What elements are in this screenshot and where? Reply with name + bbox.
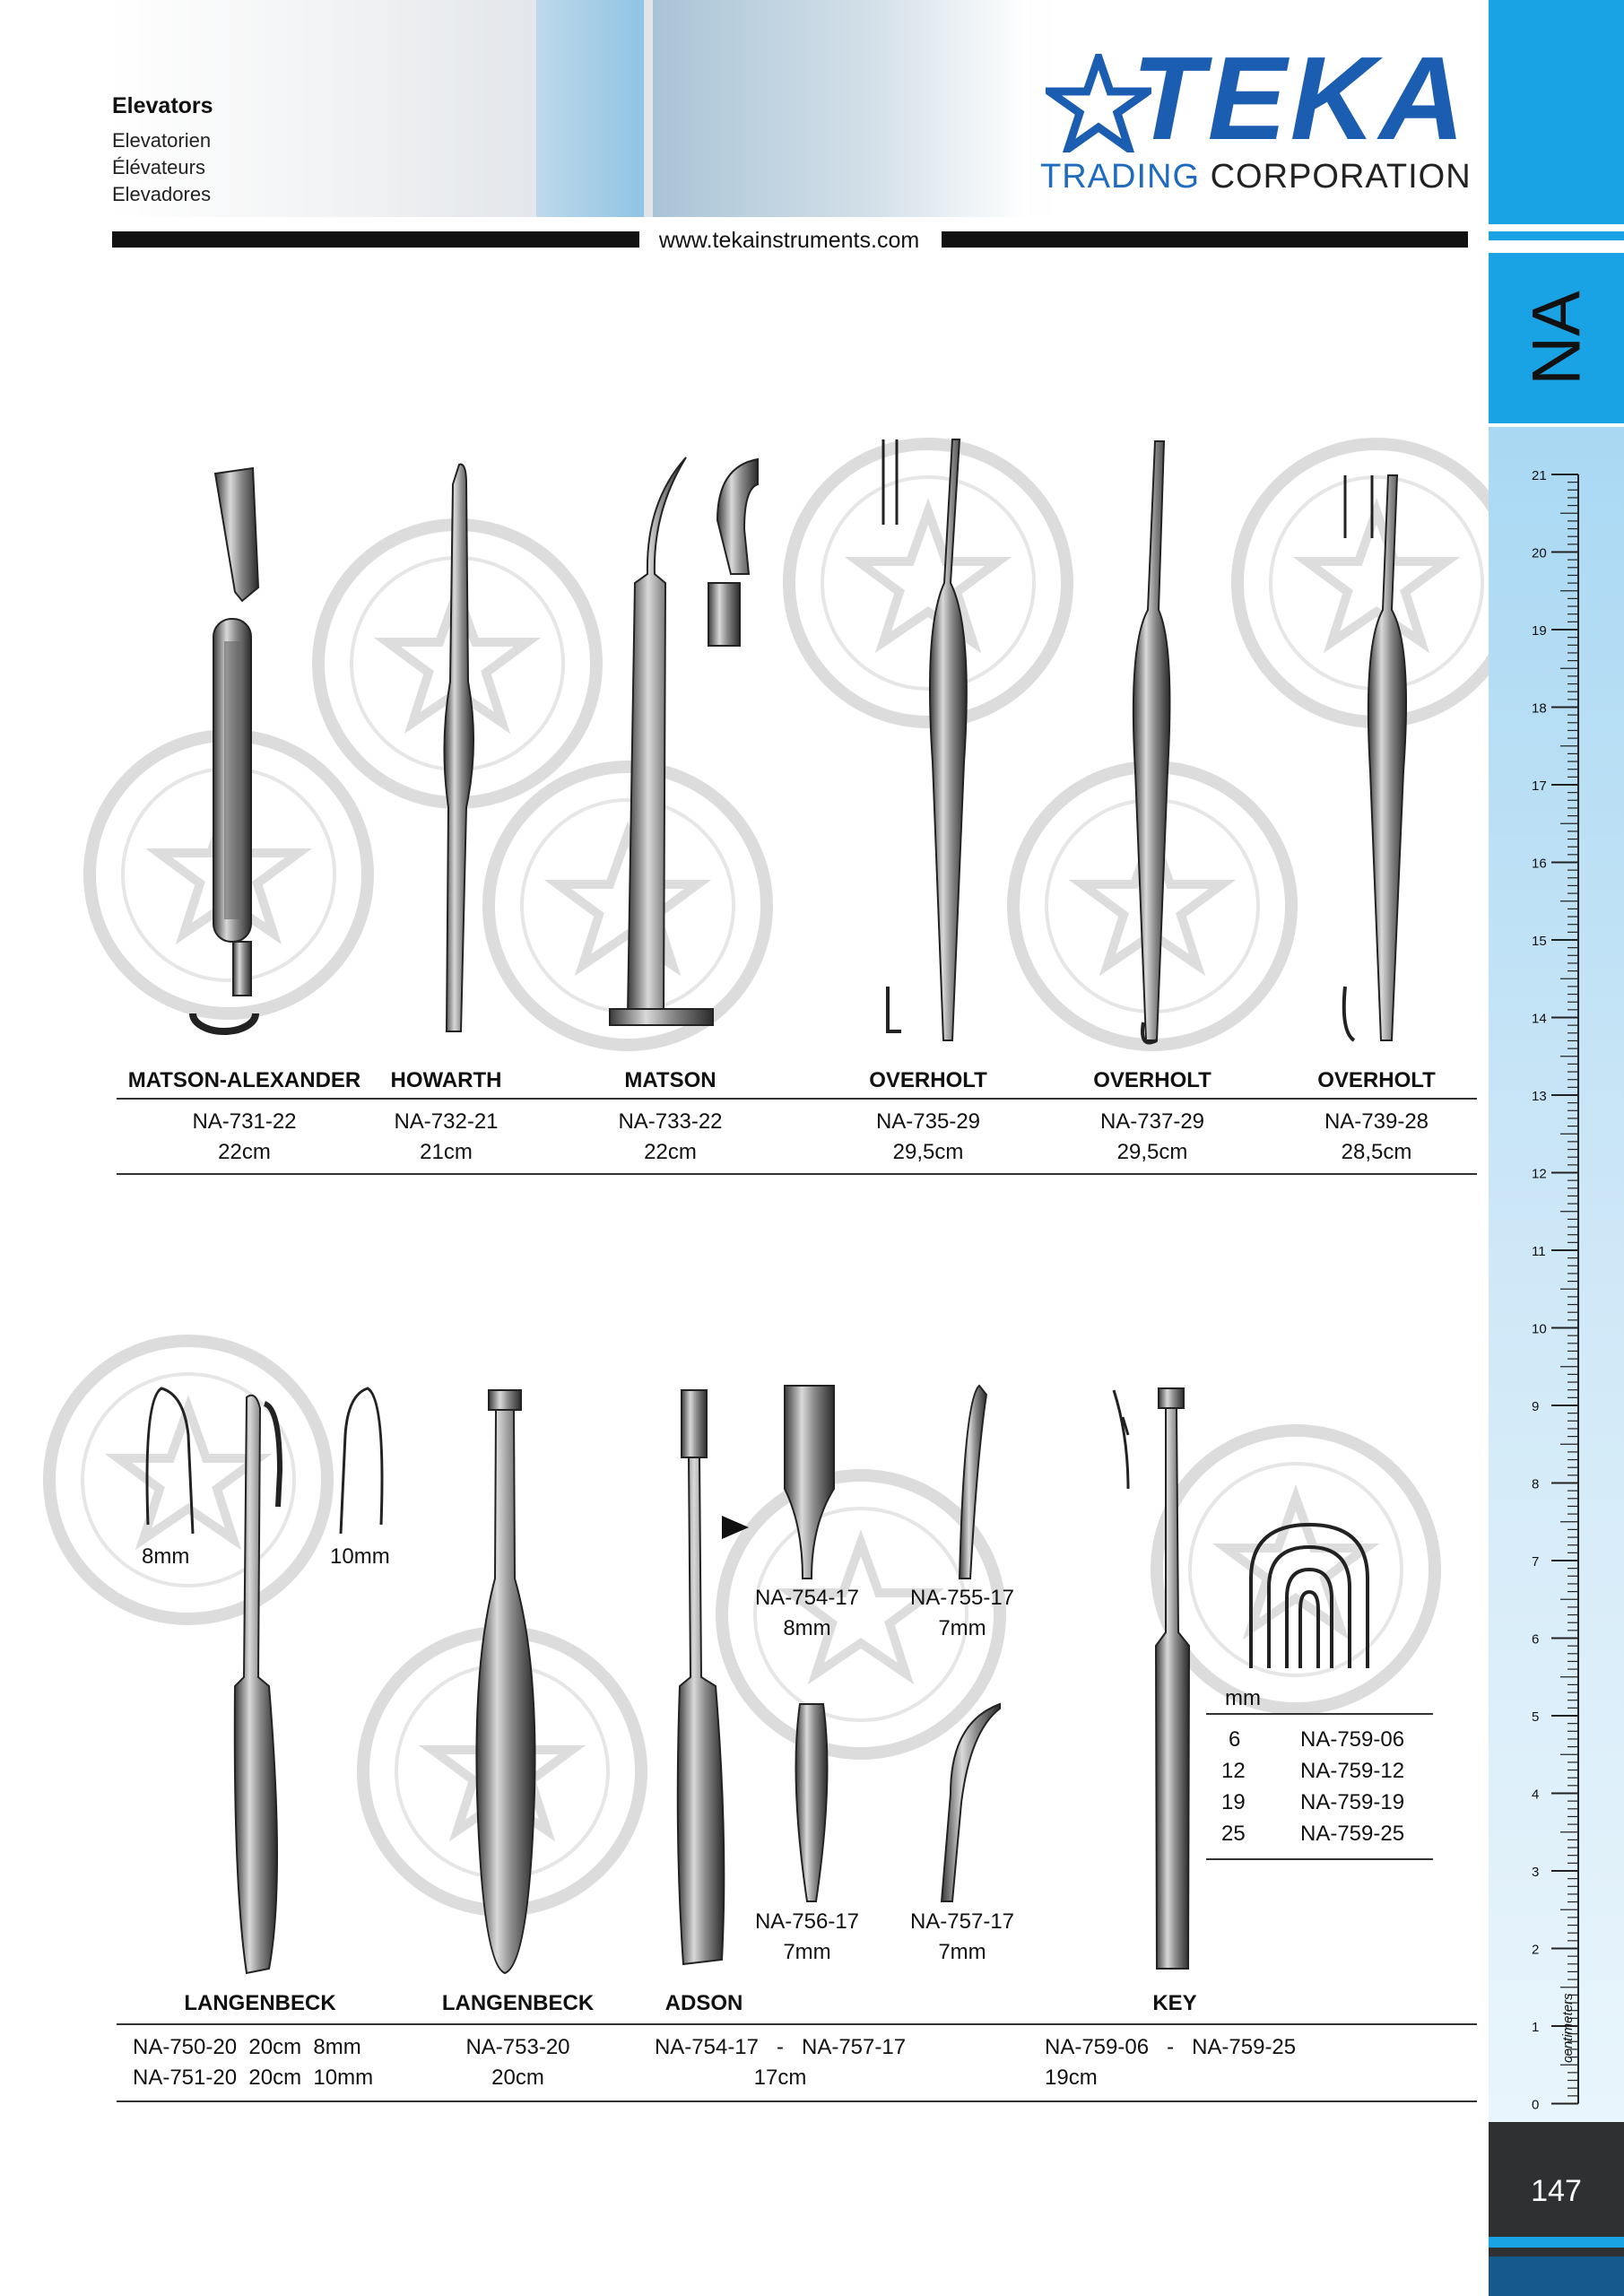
instrument-overholt-1 (881, 439, 968, 1041)
tip-size-label: 10mm (330, 1544, 390, 1569)
ruler-label: 4 (1532, 1787, 1539, 1803)
subtitle-french: Élévateurs (112, 156, 205, 178)
side-band-top (1489, 0, 1624, 224)
section-tab-label: NA (1518, 291, 1594, 386)
ruler-label: 7 (1532, 1554, 1539, 1570)
ruler-label: 16 (1532, 857, 1547, 872)
ruler-label: 0 (1532, 2098, 1539, 2113)
logo-subtitle-corporation: CORPORATION (1210, 158, 1472, 196)
logo-wordmark: TEKA (1132, 32, 1469, 164)
instrument-overholt-3 (1342, 474, 1408, 1042)
star-icon (1046, 54, 1151, 152)
ruler-label: 8 (1532, 1477, 1539, 1492)
ruler-background (1489, 427, 1624, 2122)
ruler-label: 14 (1532, 1012, 1547, 1027)
table-rule (117, 1098, 1477, 1100)
size-table-rule (1206, 1858, 1433, 1860)
product-name: OVERHOLT (1093, 1068, 1211, 1092)
ruler-label: 13 (1532, 1089, 1547, 1104)
ruler-label: 17 (1532, 778, 1547, 794)
subtitle-german: Elevatorien (112, 129, 212, 152)
section-tab (1489, 253, 1624, 423)
ruler-label: 1 (1532, 2020, 1539, 2035)
product-name: LANGENBECK (184, 1991, 336, 2015)
ruler-label: 19 (1532, 623, 1547, 639)
pointer-arrow-icon (722, 1516, 749, 1539)
instrument-key (1112, 1387, 1369, 1970)
product-name: OVERHOLT (869, 1068, 987, 1092)
header-stripe (536, 0, 644, 217)
product-name: KEY (1152, 1991, 1197, 2015)
instrument-matson-alexander (189, 466, 260, 1035)
table-rule (117, 2023, 1477, 2025)
ruler-label: 15 (1532, 934, 1547, 949)
product-name: LANGENBECK (441, 1991, 595, 2015)
subtitle-spanish: Elevadores (112, 183, 212, 205)
header-stripe (653, 0, 1029, 217)
ruler-label: 5 (1532, 1709, 1539, 1725)
product-name: ADSON (664, 1991, 743, 2015)
ruler-label: 20 (1532, 546, 1547, 561)
logo-subtitle: TRADING CORPORATION (1040, 158, 1472, 196)
instrument-adson (676, 1384, 1001, 1966)
header-rule-right (942, 231, 1468, 248)
size-table-header: mm (1225, 1686, 1261, 1710)
instrument-langenbeck-1 (145, 1387, 384, 1975)
ruler-label: 21 (1532, 468, 1547, 483)
tip-size-label: 8mm (142, 1544, 190, 1569)
ruler-label: 3 (1532, 1865, 1539, 1880)
ruler-label: 6 (1532, 1632, 1539, 1648)
instrument-langenbeck-2 (475, 1389, 536, 1975)
page-title: Elevators (112, 93, 213, 118)
ruler-label: 11 (1532, 1244, 1546, 1259)
logo-subtitle-trading: TRADING (1040, 158, 1200, 196)
ruler-label: 10 (1532, 1322, 1547, 1337)
illustration-layer (0, 0, 1489, 1975)
product-name: HOWARTH (390, 1068, 502, 1092)
product-name: OVERHOLT (1317, 1068, 1436, 1092)
side-band-line (1489, 2237, 1624, 2248)
website-url[interactable]: www.tekainstruments.com (658, 228, 920, 253)
product-name: MATSON-ALEXANDER (127, 1068, 361, 1092)
page-number: 147 (1531, 2174, 1582, 2208)
table-rule (117, 2100, 1477, 2102)
ruler-unit-label: centimeters (1560, 1993, 1576, 2063)
ruler-label: 9 (1532, 1399, 1539, 1414)
ruler-label: 12 (1532, 1167, 1547, 1182)
side-band-footer (1489, 2257, 1624, 2296)
instrument-matson (609, 457, 759, 1026)
ruler-label: 2 (1532, 1943, 1539, 1958)
instrument-overholt-2 (1132, 440, 1171, 1045)
table-rule (117, 1173, 1477, 1175)
instrument-howarth (443, 463, 474, 1032)
side-band-line (1489, 231, 1624, 240)
ruler-label: 18 (1532, 701, 1547, 717)
product-name: MATSON (624, 1068, 716, 1092)
header-rule-left (112, 231, 639, 248)
size-table-rule (1206, 1713, 1433, 1715)
